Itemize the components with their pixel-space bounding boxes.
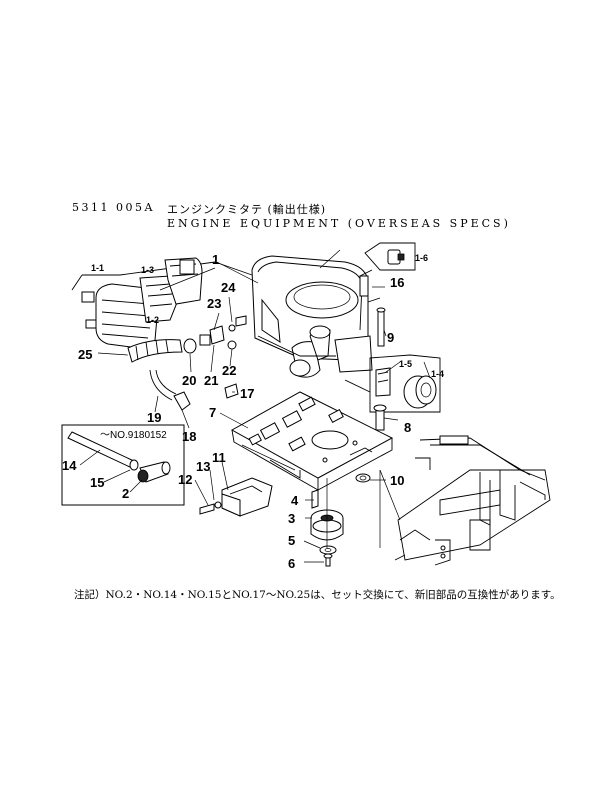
bracket-drawing	[199, 477, 273, 517]
label-18: 18	[182, 429, 196, 444]
base-plate-drawing	[230, 391, 394, 491]
pulley-drawing	[310, 473, 371, 567]
label-2: 2	[122, 486, 129, 501]
title-english: ENGINE EQUIPMENT (OVERSEAS SPECS)	[167, 217, 511, 230]
title-japanese: エンジンクミタテ (輸出仕様)	[167, 203, 327, 216]
label-8: 8	[404, 420, 411, 435]
sensor-drawing	[359, 242, 416, 297]
leader-lines	[79, 249, 431, 563]
label-3: 3	[288, 511, 295, 526]
label-21: 21	[204, 373, 218, 388]
inset-serial-note: ～NO.9180152	[100, 430, 167, 441]
muffler-drawing	[71, 257, 216, 349]
label-5: 5	[288, 533, 295, 548]
label-1: 1	[212, 252, 219, 267]
label-1-3: 1-3	[141, 265, 154, 275]
label-1-5: 1-5	[399, 359, 412, 369]
footnote: 注記）NO.2・NO.14・NO.15とNO.17～NO.25は、セット交換にて…	[74, 589, 561, 601]
inset-box	[61, 424, 185, 506]
engine-drawing	[251, 255, 381, 378]
label-9: 9	[387, 330, 394, 345]
part-code: 5311 005A	[72, 201, 155, 214]
label-12: 12	[178, 472, 192, 487]
label-1-4: 1-4	[431, 369, 444, 379]
label-7: 7	[209, 405, 216, 420]
callout-labels: 1 1-1 1-2 1-3 1-4 1-5 1-6 2 3 4 5 6 7 8 …	[62, 252, 444, 571]
label-20: 20	[182, 373, 196, 388]
label-22: 22	[222, 363, 236, 378]
label-6: 6	[288, 556, 295, 571]
label-10: 10	[390, 473, 404, 488]
frame-drawing	[394, 435, 551, 566]
label-24: 24	[221, 280, 236, 295]
label-4: 4	[291, 493, 299, 508]
label-23: 23	[207, 296, 221, 311]
label-15: 15	[90, 475, 104, 490]
label-17: 17	[240, 386, 254, 401]
label-19: 19	[147, 410, 161, 425]
label-25: 25	[78, 347, 92, 362]
label-1-6: 1-6	[415, 253, 428, 263]
label-1-1: 1-1	[91, 263, 104, 273]
filter-drawing	[344, 354, 441, 413]
fuel-line-drawing	[127, 315, 247, 411]
label-1-2: 1-2	[146, 315, 159, 325]
label-16: 16	[390, 275, 404, 290]
bolts-drawing	[373, 307, 387, 431]
label-11: 11	[212, 450, 226, 465]
label-14: 14	[62, 458, 77, 473]
label-13: 13	[196, 459, 210, 474]
